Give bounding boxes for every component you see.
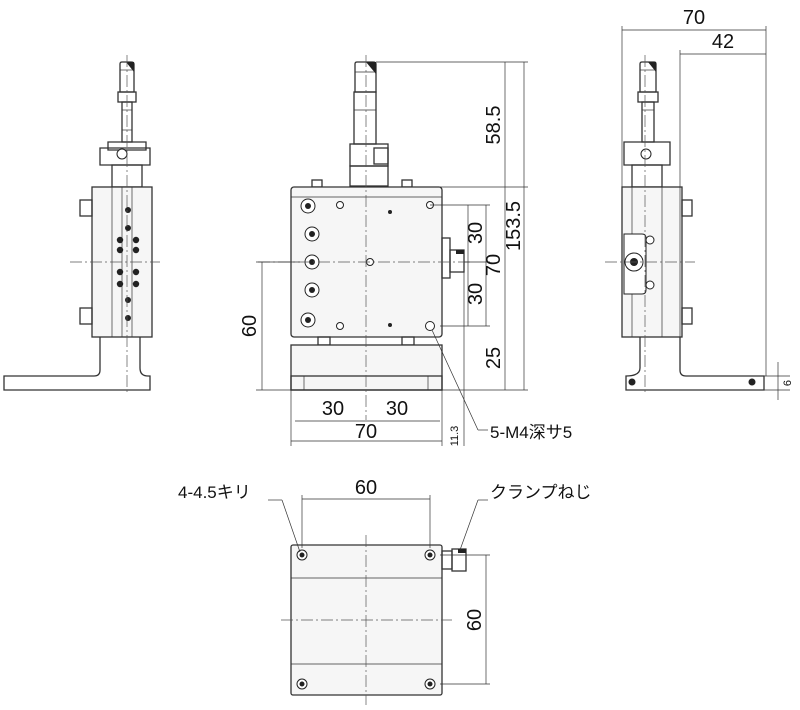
micrometer-nut	[116, 148, 128, 160]
dim-153-5: 153.5	[503, 201, 525, 251]
front-view	[258, 55, 470, 420]
front-micrometer-holder	[349, 143, 389, 167]
micrometer-clamp	[107, 141, 147, 151]
callout-clamp-screw: クランプねじ	[459, 483, 592, 551]
front-left-holes	[300, 198, 320, 328]
dim-30-left: 30	[322, 398, 344, 420]
dim-70-side: 70	[683, 7, 705, 29]
callout-clamp-text: クランプねじ	[490, 483, 592, 502]
dim-6-side: 6	[782, 380, 794, 386]
callout-through-holes: 4-4.5キリ	[178, 483, 301, 553]
right-side-view	[605, 55, 765, 395]
front-right-dimensions: 58.5 153.5 30 70 30 25	[376, 61, 528, 391]
dim-30-right: 30	[386, 398, 408, 420]
side-view-holes	[116, 207, 140, 321]
side-lock-top	[79, 199, 93, 217]
front-micrometer-sleeve	[353, 91, 377, 145]
dim-58-5: 58.5	[483, 106, 505, 145]
l-bracket-side	[3, 337, 151, 391]
base-plate-front	[290, 344, 443, 391]
left-side-view	[3, 55, 160, 395]
dim-11-3: 11.3	[449, 426, 461, 447]
l-bracket-right	[625, 337, 765, 391]
dim-60-left: 60	[239, 315, 261, 337]
dim-70-right: 70	[483, 254, 505, 276]
side-lock-bottom	[79, 307, 93, 325]
dim-42-side: 42	[712, 31, 734, 53]
bottom-through-holes	[296, 549, 436, 690]
micrometer-mark	[126, 62, 134, 72]
front-bottom-dimensions: 30 30 70 11.3	[290, 272, 465, 447]
callout-5-m4-text: 5-M4深サ5	[490, 423, 572, 442]
dim-60-bottom-right: 60	[464, 609, 486, 631]
dim-60-bottom-top: 60	[355, 477, 377, 499]
dim-30-upper: 30	[465, 222, 487, 244]
front-left-dimensions: 60	[239, 261, 300, 391]
bottom-view	[281, 535, 467, 705]
callout-tapped-holes: 5-M4深サ5	[431, 329, 572, 442]
dim-30-lower: 30	[465, 283, 487, 305]
right-view-dimensions: 70 42 6	[621, 7, 794, 400]
dim-70-bottom: 70	[355, 421, 377, 443]
callout-4-4-5-text: 4-4.5キリ	[178, 483, 251, 502]
dim-25: 25	[483, 347, 505, 369]
bottom-view-dimensions: 60 60	[301, 477, 490, 685]
